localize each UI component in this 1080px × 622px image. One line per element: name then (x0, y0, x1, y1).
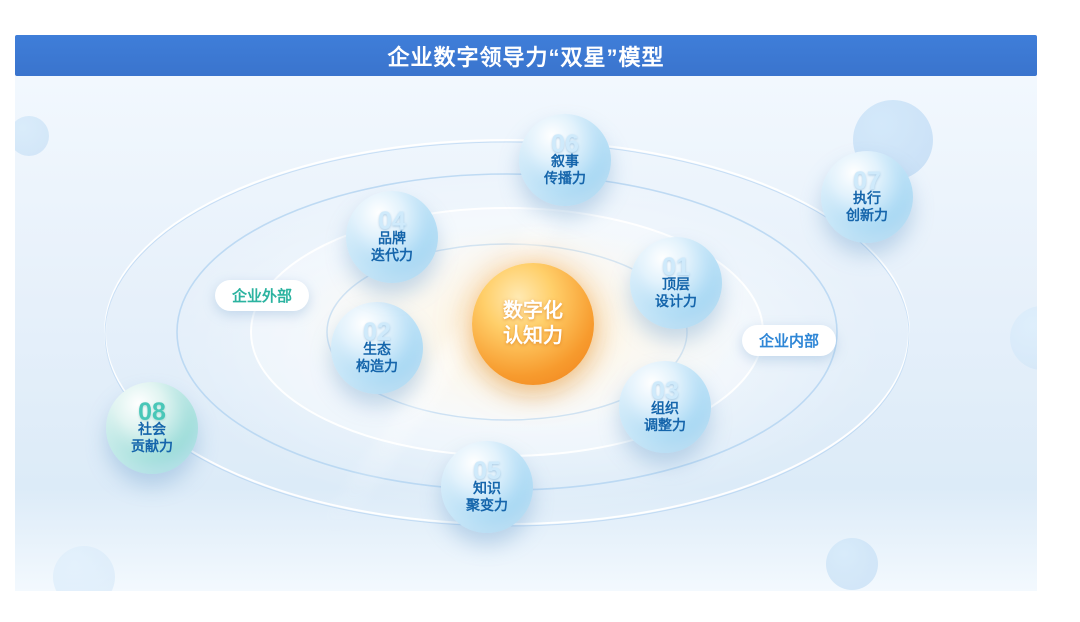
center-node-label-line1: 数字化 (503, 300, 563, 322)
zone-label-enterprise-external: 企业外部 (215, 280, 310, 311)
node-number: 08 (138, 398, 166, 427)
decorative-bubble (826, 538, 878, 590)
node-number: 06 (551, 130, 579, 159)
model-title-bar: 企业数字领导力“双星”模型 (15, 35, 1037, 76)
node-label-line1: 执行 (853, 189, 881, 206)
node-label-line2: 设计力 (655, 292, 697, 309)
node-number: 01 (662, 253, 690, 282)
node-label-line2: 贡献力 (131, 437, 173, 454)
node-number: 05 (473, 457, 501, 486)
node-label-line1: 品牌 (378, 229, 406, 246)
capability-node-07-execution-innovation: 07 执行 创新力 (821, 151, 913, 243)
node-number: 02 (363, 318, 391, 347)
node-number: 07 (853, 167, 881, 196)
node-label-line1: 社会 (138, 420, 166, 437)
node-label-line2: 调整力 (644, 416, 686, 433)
node-label-line2: 创新力 (846, 206, 888, 223)
decorative-bubble (53, 546, 115, 591)
node-label-line1: 生态 (363, 340, 391, 357)
center-node-label-line2: 认知力 (503, 325, 563, 347)
node-label-line2: 构造力 (356, 357, 398, 374)
node-number: 03 (651, 377, 679, 406)
node-label-line2: 迭代力 (371, 246, 413, 263)
node-label-line1: 知识 (473, 479, 501, 496)
center-node-digital-cognition: 数字化 认知力 (472, 263, 594, 385)
node-label-line2: 传播力 (544, 169, 586, 186)
decorative-bubble (1010, 306, 1037, 370)
node-label-line1: 叙事 (551, 152, 579, 169)
capability-node-01-top-design: 01 顶层 设计力 (630, 237, 722, 329)
node-label-line2: 聚变力 (466, 496, 508, 513)
capability-node-06-narrative-communication: 06 叙事 传播力 (519, 114, 611, 206)
capability-node-02-ecosystem-construction: 02 生态 构造力 (331, 302, 423, 394)
capability-node-03-organization-adjustment: 03 组织 调整力 (619, 361, 711, 453)
decorative-bubble (15, 116, 49, 156)
zone-label-enterprise-internal: 企业内部 (742, 325, 837, 356)
capability-node-05-knowledge-fusion: 05 知识 聚变力 (441, 441, 533, 533)
node-number: 04 (378, 207, 406, 236)
capability-node-08-social-contribution: 08 社会 贡献力 (106, 382, 198, 474)
capability-node-04-brand-iteration: 04 品牌 迭代力 (346, 191, 438, 283)
model-title: 企业数字领导力“双星”模型 (387, 44, 665, 70)
node-label-line1: 组织 (651, 399, 679, 416)
node-label-line1: 顶层 (662, 275, 690, 292)
